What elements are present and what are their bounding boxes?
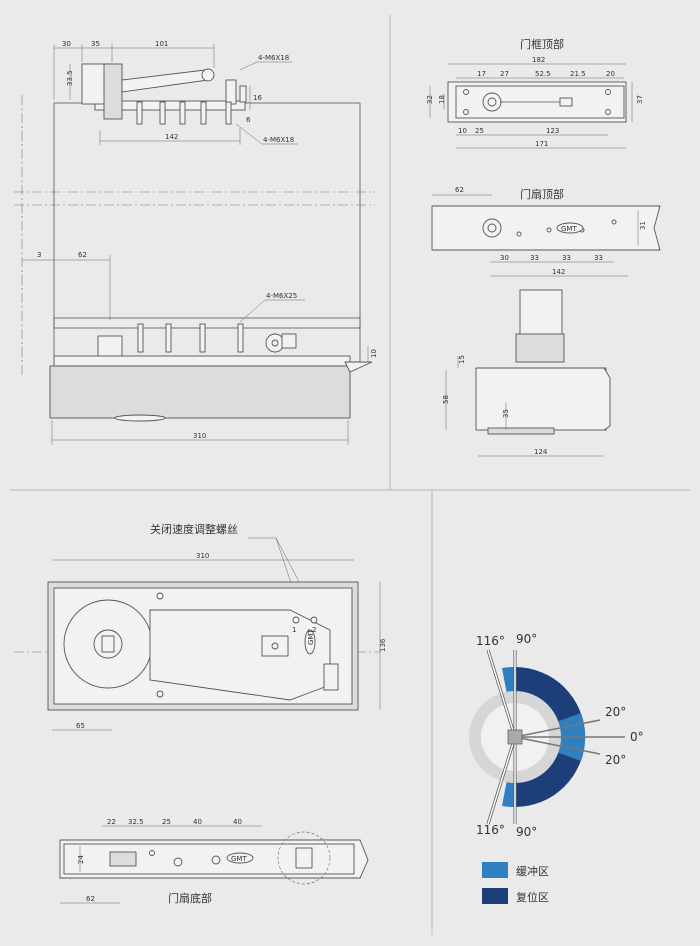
dim-20: 20 — [606, 70, 615, 78]
dim-25: 25 — [475, 127, 484, 135]
dim-10: 10 — [370, 349, 378, 358]
dim-32-5: 32.5 — [128, 818, 144, 826]
dim-58: 58 — [442, 395, 450, 404]
dim-22: 22 — [107, 818, 116, 826]
legend-swatch-buffer — [482, 862, 508, 878]
dim-25-bottom: 25 — [162, 818, 171, 826]
dim-27: 27 — [500, 70, 509, 78]
side-view: 15 58 35 124 — [442, 289, 611, 457]
dim-33-c: 33 — [594, 254, 603, 262]
top-screws — [136, 101, 232, 125]
dim-33-a: 33 — [530, 254, 539, 262]
dim-30: 30 — [62, 40, 71, 48]
angle-diagram: 116° 90° 20° 0° 20° 116° 90° 缓冲区 复位区 — [469, 632, 644, 904]
plan-view: 关闭速度调整螺丝 310 GMT 1 2 136 65 — [14, 522, 387, 731]
dim-123: 123 — [546, 127, 559, 135]
dim-21-5: 21.5 — [570, 70, 586, 78]
dim-17: 17 — [477, 70, 486, 78]
dim-35: 35 — [91, 40, 100, 48]
dim-33-5: 33.5 — [66, 70, 74, 86]
dim-18: 18 — [438, 95, 446, 104]
callout-top-screw: 4-M6X18 — [258, 54, 289, 62]
dim-142-doortop: 142 — [552, 268, 565, 276]
dim-124: 124 — [534, 448, 548, 456]
dim-142: 142 — [165, 133, 178, 141]
dim-65: 65 — [76, 722, 85, 730]
dim-171: 171 — [535, 140, 548, 148]
frame-top-view: 门框顶部 182 17 27 52.5 21.5 20 32 18 37 10 … — [426, 37, 644, 149]
logo-bottom: GMT — [231, 855, 247, 863]
dim-15-side: 15 — [458, 355, 466, 364]
dim-35-side: 35 — [502, 409, 510, 418]
plan-callout: 关闭速度调整螺丝 — [150, 522, 238, 536]
dim-62: 62 — [78, 251, 87, 259]
frame-top-title: 门框顶部 — [520, 37, 564, 51]
door-top-title: 门扇顶部 — [520, 187, 564, 201]
marker-1: 1 — [292, 626, 296, 634]
dim-24: 24 — [77, 855, 85, 864]
legend-label-buffer: 缓冲区 — [516, 864, 549, 878]
legend-swatch-reset — [482, 888, 508, 904]
angle-90-top: 90° — [516, 632, 537, 646]
dim-31: 31 — [639, 221, 647, 230]
angle-0: 0° — [630, 730, 644, 744]
dim-310-top: 310 — [193, 432, 206, 440]
dim-182: 182 — [532, 56, 545, 64]
angle-20-bottom: 20° — [605, 753, 626, 767]
callout-mid-screw: 4-M6X18 — [263, 136, 294, 144]
dim-33-b: 33 — [562, 254, 571, 262]
section-view: 30 35 101 33.5 16 6 4-M6X18 142 4-M6X18 … — [14, 40, 378, 445]
dim-6: 6 — [246, 116, 251, 124]
logo-doortop: GMT — [561, 225, 577, 233]
angle-90-bottom: 90° — [516, 825, 537, 839]
door-bottom-title: 门扇底部 — [168, 891, 212, 905]
callout-low-screw: 4-M6X25 — [266, 292, 297, 300]
angle-116-bottom: 116° — [476, 823, 505, 837]
dim-310-plan: 310 — [196, 552, 209, 560]
dim-37: 37 — [636, 95, 644, 104]
dim-40-b: 40 — [233, 818, 242, 826]
dim-62-bottom: 62 — [86, 895, 95, 903]
angle-20-top: 20° — [605, 705, 626, 719]
panel-separators — [10, 15, 690, 935]
dim-10-frame: 10 — [458, 127, 467, 135]
dim-62-doortop: 62 — [455, 186, 464, 194]
dim-40-a: 40 — [193, 818, 202, 826]
dim-3: 3 — [37, 251, 41, 259]
legend-label-reset: 复位区 — [516, 890, 549, 904]
marker-2: 2 — [312, 626, 316, 634]
logo-plan: GMT — [307, 629, 315, 645]
dim-101: 101 — [155, 40, 168, 48]
door-bottom-view: 22 32.5 25 40 40 GMT 24 62 门扇底部 — [59, 818, 369, 905]
angle-116-top: 116° — [476, 634, 505, 648]
dim-32: 32 — [426, 95, 434, 104]
dim-52-5: 52.5 — [535, 70, 551, 78]
dim-30-doortop: 30 — [500, 254, 509, 262]
dim-16: 16 — [253, 94, 262, 102]
door-top-view: 门扇顶部 62 GMT 31 30 33 33 33 142 — [431, 186, 661, 277]
dim-136: 136 — [379, 638, 387, 652]
bottom-screws — [137, 323, 244, 353]
